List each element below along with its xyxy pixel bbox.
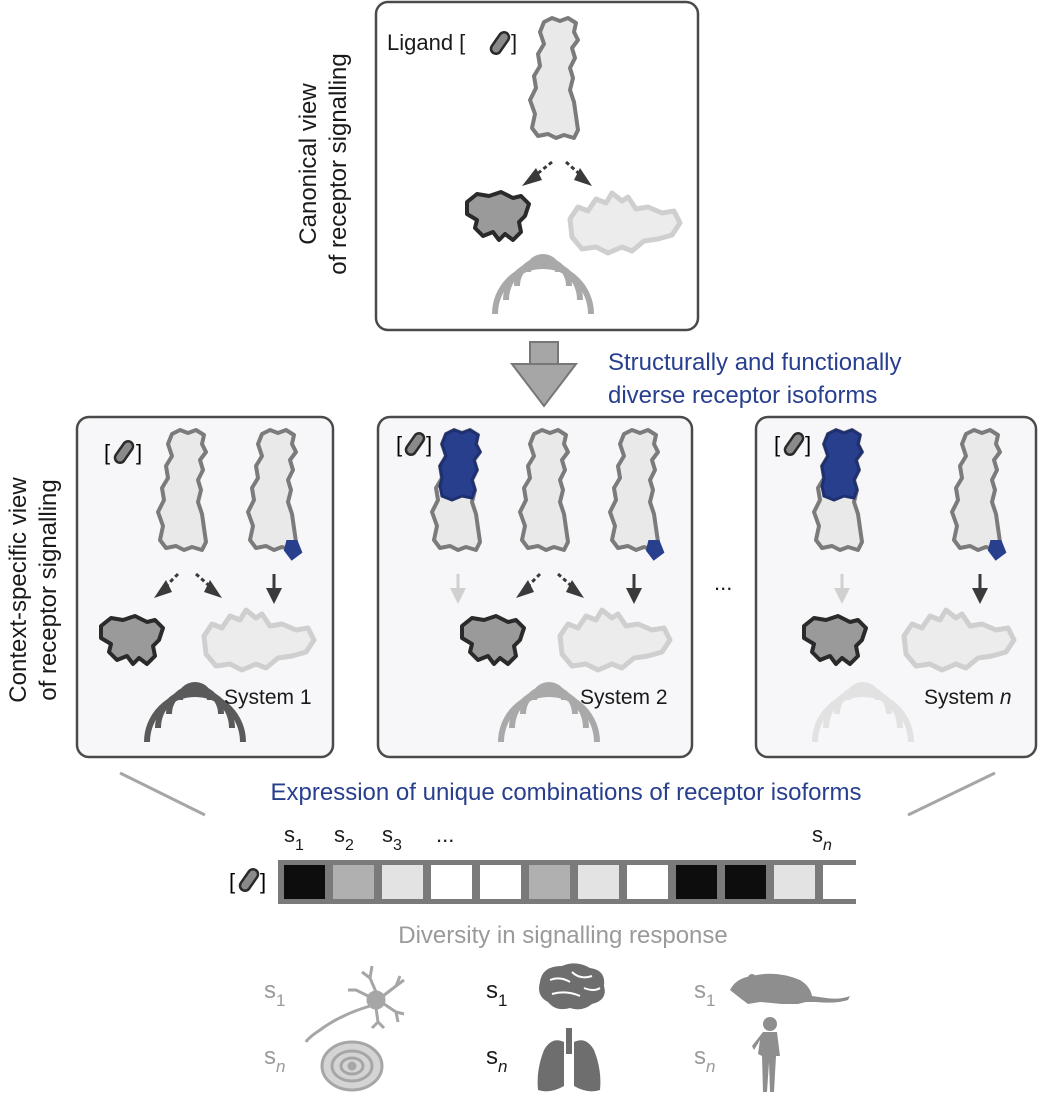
rodent-icon [730,973,850,1004]
ligand-label-close: ] [511,30,517,55]
ligand-icon [236,866,262,894]
context-side-label-2: of receptor signalling [35,479,62,700]
system-1-label: System 1 [224,686,312,709]
strip-header-sn: sn [812,822,832,854]
strip-cell [431,865,472,899]
system-1-panel: [ ] System 1 [75,415,335,759]
brain-icon [539,963,605,1010]
example-2-top-label: s1 [486,977,507,1010]
receptor-isoform-c [812,428,864,552]
diversity-label: Diversity in signalling response [398,922,727,949]
canonical-panel: Ligand [ ] [374,0,700,332]
funnel-line-left [119,771,206,817]
receptor-isoform-b [608,428,665,561]
example-1-top-label: s1 [264,977,285,1010]
canonical-side-label-2: of receptor signalling [325,53,352,274]
example-2-bottom-label: sn [486,1043,507,1076]
strip-ligand-close: ] [260,869,266,894]
system-n-arrows [834,574,988,604]
funnel-line-right [907,771,996,817]
transition-label-1: Structurally and functionally [608,349,901,376]
human-icon [752,1017,780,1092]
strip-cell [480,865,521,899]
signal-waves-canonical [492,254,594,315]
cell-icon [320,1040,384,1092]
system-2-label: System 2 [580,686,668,709]
strip-cell [627,865,668,899]
transition-label-2: diverse receptor isoforms [608,382,877,409]
system-1-arrows [154,572,282,604]
receptor-isoform-b [950,428,1007,561]
strip-cell [529,865,570,899]
transition-arrow [509,341,579,408]
strip-cell [284,865,325,899]
strip-header-s1: s1 [284,822,304,854]
response-strip [284,865,864,899]
system-n-label: System n [924,686,1012,709]
strip-cell [774,865,815,899]
system-1-ligand-open: [ [104,440,110,465]
neuron-icon [304,965,405,1043]
receptor-isoform-c [430,428,482,552]
system-2-ligand-open: [ [396,432,402,457]
signal-waves-system-1 [144,682,246,743]
example-3-top-label: s1 [694,977,715,1010]
systems-ellipsis: ... [714,570,732,595]
system-2-arrows [450,572,642,604]
receptor-isoform-b [246,428,303,561]
strip-cell [333,865,374,899]
strip-cell [578,865,619,899]
strip-cell [725,865,766,899]
strip-header-ellipsis: ... [436,822,454,847]
strip-header-s2: s2 [334,822,354,854]
expression-label: Expression of unique combinations of rec… [271,779,862,806]
strip-cell [823,865,864,899]
context-side-label-1: Context-specific view [5,477,32,703]
strip-cell [382,865,423,899]
system-2-panel: [ ] System 2 [376,415,694,759]
strip-header-s3: s3 [382,822,402,854]
system-2-ligand-close: ] [426,432,432,457]
system-n-ligand-open: [ [774,432,780,457]
ligand-label: Ligand [ [387,30,465,55]
strip-ligand-open: [ [229,869,235,894]
example-1-bottom-label: sn [264,1043,285,1076]
signal-waves-system-n [812,682,914,743]
system-1-ligand-close: ] [136,440,142,465]
system-n-panel: [ ] System n [754,415,1038,759]
strip-headers: s1 s2 s3 ... sn [284,822,832,854]
signal-waves-system-2 [498,682,600,743]
lungs-icon [537,1028,601,1092]
strip-cell [676,865,717,899]
example-3-bottom-label: sn [694,1043,715,1076]
canonical-arrows [522,160,592,186]
examples: s1 sn s1 sn s1 sn [264,963,850,1092]
canonical-side-label-1: Canonical view [295,83,322,245]
system-n-ligand-close: ] [805,432,811,457]
